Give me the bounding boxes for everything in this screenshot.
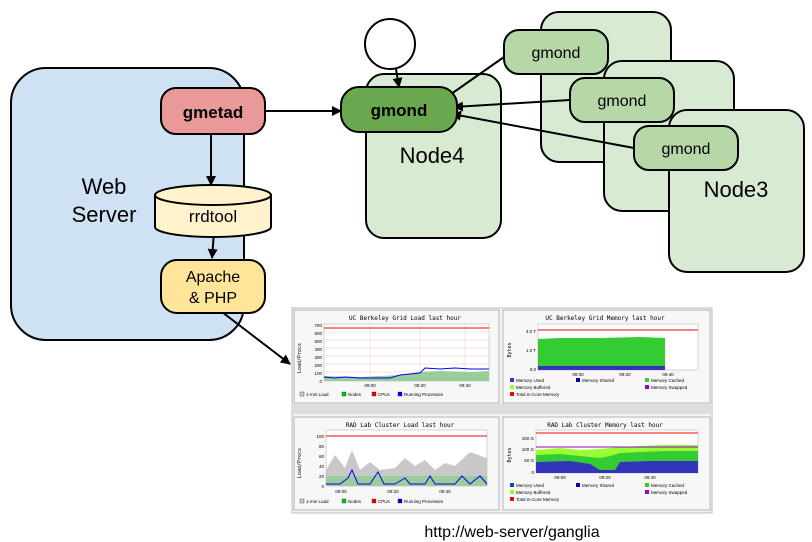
ytick: 3.0 T <box>526 329 536 334</box>
ytick: 100 G <box>522 447 535 452</box>
legend-item: 1-min Load <box>306 392 329 397</box>
xtick: 09:20 <box>414 383 426 388</box>
gmond-peer-1-label: gmond <box>532 45 581 62</box>
ytick: 20 <box>319 474 325 479</box>
arrow-apache-to-dashboard <box>221 311 291 365</box>
ytick: 500 <box>314 339 322 344</box>
legend-item: Total In-Core Memory <box>516 392 560 397</box>
legend-item: Running Processes <box>404 499 444 504</box>
gmond-main-box <box>340 86 458 133</box>
apache-line2: & PHP <box>189 290 237 307</box>
arrow-peer3-to-gmond <box>451 110 635 149</box>
panel-ucb-memory: UC Berkeley Grid Memory last hour Bytes … <box>502 309 711 404</box>
rrdtool-label: rrdtool <box>189 207 237 226</box>
xtick: 09:00 <box>572 372 584 377</box>
ytick: 0 <box>531 470 534 475</box>
legend-item: Nodes <box>348 392 362 397</box>
xtick: 09:00 <box>335 489 347 494</box>
ytick: 40 <box>319 464 325 469</box>
legend-item: CPUs <box>378 499 391 504</box>
ytick: 100 <box>314 371 322 376</box>
legend-item: Total In-Core Memory <box>516 497 560 502</box>
arrow-peer2-to-gmond <box>453 99 571 112</box>
apache-line1: Apache <box>186 269 240 286</box>
ganglia-dashboard-screenshot: UC Berkeley Grid Load last hour Load/Pro… <box>291 307 713 514</box>
legend-item: Memory Shared <box>582 378 615 383</box>
ytick: 100 <box>316 434 324 439</box>
xtick: 09:00 <box>364 383 376 388</box>
dashboard-separator <box>292 404 712 414</box>
web-server-label-line1: Web <box>82 174 127 199</box>
panel-ucb-load: UC Berkeley Grid Load last hour Load/Pro… <box>293 309 500 404</box>
web-server-label-line2: Server <box>72 202 137 227</box>
ytick: 300 <box>314 355 322 360</box>
self-loop <box>364 18 416 70</box>
dashboard-url: http://web-server/ganglia <box>424 524 599 541</box>
xtick: 09:40 <box>459 383 471 388</box>
ytick: 700 <box>314 323 322 328</box>
ytick: 400 <box>314 347 322 352</box>
ytick: 0 <box>321 484 324 489</box>
rrdtool-cylinder: rrdtool <box>154 184 272 238</box>
grid-lines <box>324 324 489 381</box>
ytick: 1.0 T <box>526 348 536 353</box>
gmond-peer-3-label: gmond <box>662 141 711 158</box>
ytick: 60 <box>319 454 325 459</box>
panel-radlab-memory: RAD Lab Cluster Memory last hour Bytes 1… <box>502 416 711 511</box>
ytick: 0.0 <box>530 367 537 372</box>
legend-item: Memory Buffered <box>516 385 551 390</box>
legend-item: Memory Shared <box>582 483 615 488</box>
panel-radlab-load: RAD Lab Cluster Load last hour Load/Proc… <box>293 416 500 511</box>
legend-item: Nodes <box>348 499 362 504</box>
legend-item: Running Processes <box>404 392 444 397</box>
ytick: 80 <box>319 444 325 449</box>
legend-item: Memory Used <box>516 483 545 488</box>
ytick: 150 G <box>522 436 535 441</box>
legend-item: CPUs <box>378 392 391 397</box>
panel-title: RAD Lab Cluster Memory last hour <box>547 422 663 429</box>
ytick: 200 <box>314 363 322 368</box>
gmetad-box <box>160 87 266 135</box>
connectors <box>206 56 635 365</box>
panel-title: UC Berkeley Grid Load last hour <box>349 315 461 322</box>
apache-php-box <box>160 259 266 314</box>
gmond-peer-3-box <box>633 125 739 171</box>
ytick: 50 G <box>524 458 534 463</box>
ytick: 0 <box>319 379 322 384</box>
xtick: 09:40 <box>644 475 656 480</box>
gmond-peer-1-box <box>503 29 609 75</box>
gmetad-label: gmetad <box>183 103 243 122</box>
panel-ylabel: Load/Procs <box>297 448 303 478</box>
xtick: 09:40 <box>439 489 451 494</box>
panel-ylabel: Bytes <box>507 342 513 357</box>
xtick: 09:20 <box>599 475 611 480</box>
xtick: 09:00 <box>554 475 566 480</box>
legend-item: Memory Used <box>516 378 545 383</box>
arrow-loop-to-gmond <box>392 68 403 88</box>
ytick: 600 <box>314 331 322 336</box>
legend-item: Memory Cached <box>651 483 685 488</box>
legend-item: Memory Buffered <box>516 490 551 495</box>
panel-title: UC Berkeley Grid Memory last hour <box>545 315 665 322</box>
xtick: 09:40 <box>662 372 674 377</box>
legend-item: Memory Cached <box>651 378 685 383</box>
panel-title: RAD Lab Cluster Load last hour <box>346 422 455 429</box>
node3-label: Node3 <box>704 177 769 202</box>
node4-label: Node4 <box>400 143 465 168</box>
panel-ylabel: Bytes <box>507 447 513 462</box>
gmond-peer-2-box <box>569 77 675 123</box>
legend-item: Memory Swapped <box>651 490 688 495</box>
arrow-peer1-to-gmond <box>443 56 505 100</box>
gmond-main-label: gmond <box>371 101 428 120</box>
xtick: 09:20 <box>387 489 399 494</box>
xtick: 09:20 <box>619 372 631 377</box>
legend-item: Memory Swapped <box>651 385 688 390</box>
gmond-peer-2-label: gmond <box>598 93 647 110</box>
legend-item: 1-min Load <box>306 499 329 504</box>
panel-ylabel: Load/Procs <box>297 343 303 373</box>
